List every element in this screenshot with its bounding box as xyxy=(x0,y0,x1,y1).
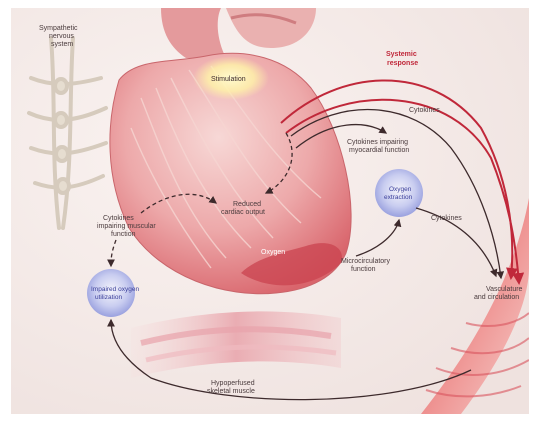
label-cytokines-top: Cytokines xyxy=(409,107,440,114)
oxygen-extraction-bubble xyxy=(375,169,423,217)
label-heart-apex: Oxygen xyxy=(261,249,285,256)
diagram-canvas: Sympathetic nervous system Stimulation S… xyxy=(11,8,529,414)
diagram-svg: Sympathetic nervous system Stimulation S… xyxy=(11,8,529,414)
label-cytokines-right: Cytokines xyxy=(431,215,462,222)
impaired-oxygen-bubble xyxy=(87,269,135,317)
label-oxygen-extraction: Oxygen extraction xyxy=(384,186,413,201)
label-hypoperfused-skeletal-muscle: Hypoperfused skeletal muscle xyxy=(207,380,257,395)
label-stimulation: Stimulation xyxy=(211,76,246,83)
label-cytokines-impairing-myocardial: Cytokines impairing myocardial function xyxy=(347,139,410,154)
